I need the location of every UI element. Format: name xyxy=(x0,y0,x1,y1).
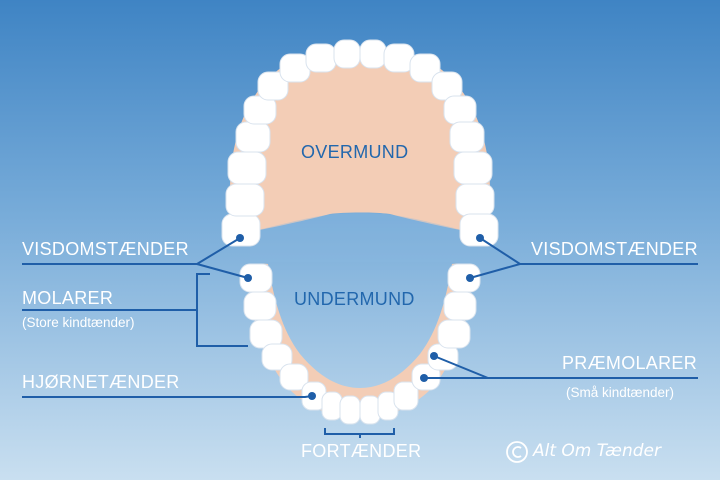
lower-left-central-incisor xyxy=(339,395,361,425)
molars-label: MOLARER xyxy=(22,288,114,308)
upper-left-canine xyxy=(257,71,289,101)
upper-left-central-incisor-a xyxy=(305,43,337,73)
wisdom-left-dot xyxy=(236,234,244,242)
upper-left-premolar-2 xyxy=(235,121,271,153)
wisdom-right-lower-dot xyxy=(466,274,474,282)
premolars-dot-2 xyxy=(420,374,428,382)
lower-left-lateral-incisor xyxy=(321,391,343,421)
upper-right-premolar-1 xyxy=(443,95,477,125)
lower-left-premolar-2 xyxy=(261,343,293,371)
lower-right-canine xyxy=(393,381,419,411)
tongue-area xyxy=(250,213,470,262)
premolars-dot xyxy=(430,352,438,360)
wisdom-left-lower-line xyxy=(196,263,249,279)
copyright-icon xyxy=(506,441,528,463)
upper-teeth xyxy=(221,39,499,247)
lower-right-central-incisor xyxy=(359,395,381,425)
premolars-label: PRÆMOLARER xyxy=(562,353,698,373)
wisdom-teeth-left-label: VISDOMSTÆNDER xyxy=(22,239,189,259)
wisdom-teeth-right-label: VISDOMSTÆNDER xyxy=(531,239,698,259)
upper-left-molar-2 xyxy=(225,183,265,217)
upper-palate xyxy=(230,48,490,232)
watermark-text: Alt Om Tænder xyxy=(533,441,661,461)
callout-dots xyxy=(236,234,484,400)
lower-right-molar-2 xyxy=(443,291,477,321)
upper-right-central-incisor xyxy=(359,39,387,69)
premolars-sublabel: (Små kindtænder) xyxy=(566,385,675,400)
wisdom-left-lower-dot xyxy=(244,274,252,282)
lower-jaw-label: UNDERMUND xyxy=(294,289,415,309)
upper-left-molar-1 xyxy=(227,151,267,185)
molars-sublabel: (Store kindtænder) xyxy=(22,315,135,330)
upper-right-premolar-2 xyxy=(449,121,485,153)
upper-jaw-label: OVERMUND xyxy=(301,142,409,162)
canines-dot xyxy=(308,392,316,400)
lower-right-wisdom-tooth xyxy=(447,263,481,293)
upper-left-central-incisor xyxy=(333,39,361,69)
wisdom-right-dot xyxy=(476,234,484,242)
canines-line xyxy=(22,395,313,398)
incisors-bracket xyxy=(324,428,395,435)
upper-right-wisdom-tooth xyxy=(459,213,499,247)
lower-left-molar-2 xyxy=(243,291,277,321)
upper-right-lateral-incisor xyxy=(409,53,441,83)
lower-right-molar-1 xyxy=(437,319,471,349)
upper-right-molar-1 xyxy=(453,151,493,185)
incisors-label: FORTÆNDER xyxy=(301,441,422,461)
wisdom-right-lower-line xyxy=(469,263,521,279)
lower-left-premolar-1 xyxy=(279,363,309,391)
upper-right-molar-2 xyxy=(455,183,495,217)
callout-lines xyxy=(22,237,698,438)
lower-teeth xyxy=(239,263,481,425)
canines-label: HJØRNETÆNDER xyxy=(22,372,180,392)
